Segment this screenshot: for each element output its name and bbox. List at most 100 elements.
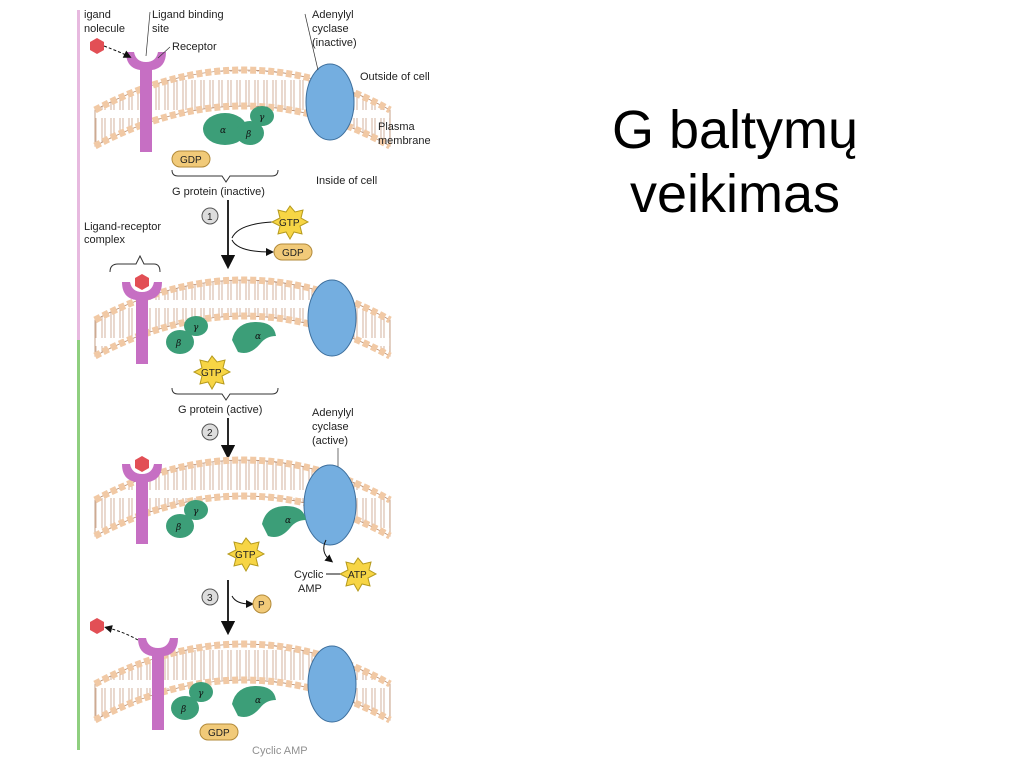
g-beta-3 (166, 514, 194, 538)
cyclic-amp-label-2: AMP (298, 583, 322, 595)
gtp-in-arrow (231, 221, 273, 239)
g-protein-inactive-label: G protein (inactive) (172, 186, 265, 198)
step-3-number: 3 (207, 593, 213, 604)
outside-of-cell-label: Outside of cell (360, 71, 430, 83)
membrane-4-inner-heads (93, 676, 392, 724)
slide-title-line-1: G baltymų (611, 100, 859, 160)
beta-label-4: β (180, 705, 186, 715)
g-beta-1 (236, 121, 264, 145)
ligand-binding-site-label-2: site (152, 23, 169, 35)
gdp-pill-1 (171, 150, 211, 168)
g-beta-2 (166, 330, 194, 354)
cyclase-product-arrow (323, 539, 334, 563)
step-1-circle (201, 207, 219, 225)
g-gamma-3 (184, 500, 208, 520)
alpha-label-1: α (220, 126, 226, 136)
membrane-1-outer-heads (93, 66, 392, 114)
gtp-label-2: GTP (201, 368, 222, 379)
panel-4: β γ α GDP Cyclic AMP (90, 618, 392, 757)
receptor-4 (138, 638, 178, 730)
adenylyl-cyclase-2 (307, 279, 357, 357)
left-stripe-green (77, 340, 80, 750)
adenylyl-cyclase-3 (303, 464, 357, 546)
panel-3: β γ α GTP ATP Cyclic AMP (93, 456, 392, 595)
g-protein-inactive-brace (171, 169, 279, 183)
receptor-label: Receptor (172, 41, 217, 53)
panel-2: Ligand-receptor complex β γ α GTP G prot… (84, 221, 392, 416)
step-3-circle (201, 588, 219, 606)
adenylyl-cyclase-inactive-pointer (304, 13, 319, 71)
ligand-2 (135, 274, 149, 290)
receptor-3 (122, 464, 162, 544)
g-alpha-4 (232, 686, 276, 717)
step-1: 1 GTP GDP (201, 200, 313, 270)
adenylyl-cyclase-1 (305, 63, 355, 141)
inside-of-cell-label: Inside of cell (316, 175, 377, 187)
bottom-cut-label: Cyclic AMP (252, 745, 308, 757)
ligand-receptor-complex-brace (109, 254, 161, 273)
receptor-pointer (157, 46, 171, 59)
alpha-label-2: α (255, 332, 261, 342)
g-protein-signaling-diagram: α β γ GDP igand nolecule Ligand binding … (77, 9, 431, 757)
adenylyl-cyclase-active-label-3: (active) (312, 435, 348, 447)
gtp-star-1 (270, 205, 310, 241)
receptor-2 (122, 282, 162, 364)
ligand-release-arrow (104, 625, 139, 641)
gdp-label-4: GDP (208, 728, 230, 739)
ligand-binding-site-label-1: Ligand binding (152, 9, 224, 21)
plasma-membrane-label-1: Plasma (378, 121, 416, 133)
g-alpha-3 (262, 506, 306, 537)
gtp-star-3 (226, 537, 266, 573)
phosphate-release-arrow (231, 595, 254, 608)
membrane-3-outer-heads (93, 456, 392, 504)
g-gamma-2 (184, 316, 208, 336)
panel-1: α β γ GDP igand nolecule Ligand binding … (84, 9, 431, 198)
adenylyl-cyclase-inactive-label-2: cyclase (312, 23, 349, 35)
ligand-receptor-complex-label-1: Ligand-receptor (84, 221, 161, 233)
gamma-label-1: γ (259, 113, 265, 123)
slide-title-line-2: veikimas (629, 164, 841, 224)
alpha-label-3: α (285, 516, 291, 526)
ligand-1 (90, 38, 104, 54)
adenylyl-cyclase-inactive-label-3: (inactive) (312, 37, 357, 49)
step-3: 3 P (201, 580, 272, 636)
slide-title: G baltymų veikimas (520, 98, 950, 226)
membrane-2-inner-heads (93, 312, 392, 360)
atp-label: ATP (348, 570, 367, 581)
gamma-label-2: γ (193, 323, 199, 333)
gtp-label-3: GTP (235, 550, 256, 561)
gamma-label-4: γ (198, 689, 204, 699)
gtp-label-1: GTP (279, 218, 300, 229)
gdp-label-released: GDP (282, 248, 304, 259)
adenylyl-cyclase-active-label-2: cyclase (312, 421, 349, 433)
beta-label-3: β (175, 523, 181, 533)
receptor-1 (126, 52, 166, 152)
membrane-4-outer-heads (93, 640, 392, 688)
alpha-label-4: α (255, 696, 261, 706)
beta-label-1: β (245, 130, 251, 140)
g-protein-active-brace (171, 387, 279, 401)
g-beta-4 (171, 696, 199, 720)
step-2-circle (201, 423, 219, 441)
left-stripe-pink (77, 10, 80, 340)
gdp-out-arrow (231, 239, 274, 256)
binding-site-pointer (145, 11, 151, 57)
atp-star (338, 557, 378, 593)
cyclic-amp-label-1: Cyclic (294, 569, 324, 581)
phosphate-label: P (258, 600, 265, 611)
adenylyl-cyclase-active-label-1: Adenylyl (312, 407, 354, 419)
ligand-receptor-complex-label-2: complex (84, 234, 125, 246)
gdp-pill-released (273, 243, 313, 261)
membrane-3-inner-heads (93, 492, 392, 540)
gdp-label-1: GDP (180, 155, 202, 166)
plasma-membrane-label-2: membrane (378, 135, 431, 147)
beta-label-2: β (175, 339, 181, 349)
ligand-4 (90, 618, 104, 634)
step-2: 2 Adenylyl cyclase (active) (201, 407, 354, 490)
phosphate-circle (252, 594, 272, 614)
gtp-star-2 (192, 355, 232, 391)
step-2-number: 2 (207, 428, 213, 439)
ligand-molecule-label-2: nolecule (84, 23, 125, 35)
step-1-number: 1 (207, 212, 213, 223)
gamma-label-3: γ (193, 507, 199, 517)
